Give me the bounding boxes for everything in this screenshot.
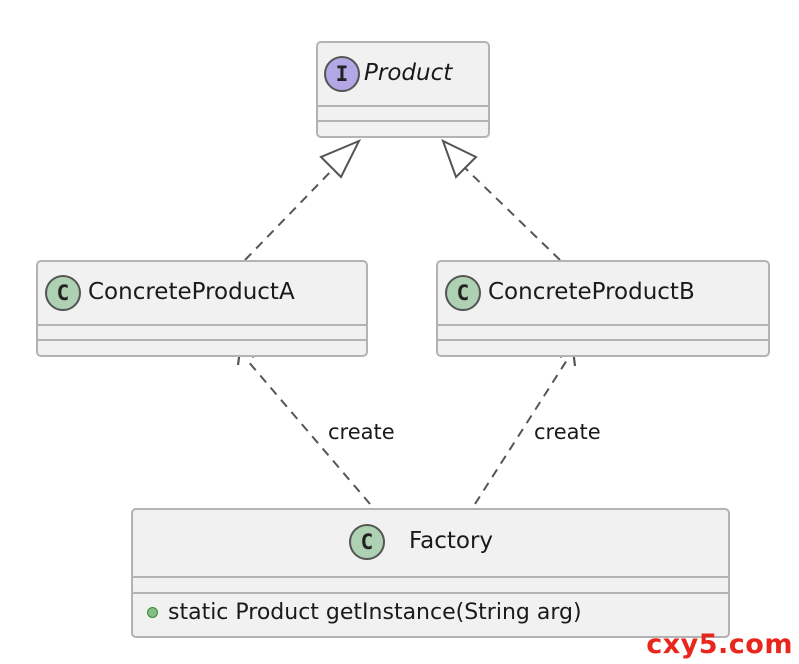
- class-badge-icon: C: [349, 524, 385, 560]
- concrete-product-a-separator-1: [38, 324, 366, 326]
- create-b-line: [474, 359, 568, 505]
- factory-separator-1: [133, 576, 728, 578]
- concrete-product-a-name: ConcreteProductA: [88, 279, 295, 305]
- realization-b-line: [462, 165, 561, 261]
- concrete-product-a-separator-2: [38, 339, 366, 341]
- realization-a-arrowhead: [319, 139, 362, 179]
- create-b-label: create: [534, 420, 601, 444]
- class-badge-icon: C: [445, 275, 481, 311]
- realization-a-line: [244, 165, 337, 261]
- class-badge-icon: C: [45, 275, 81, 311]
- concrete-product-a-class: C ConcreteProductA: [36, 260, 368, 357]
- concrete-product-b-separator-2: [438, 339, 768, 341]
- product-separator-1: [318, 105, 488, 107]
- factory-separator-2: [133, 592, 728, 594]
- concrete-product-b-separator-1: [438, 324, 768, 326]
- factory-name: Factory: [409, 528, 494, 554]
- watermark-text: cxy5.com: [646, 629, 793, 660]
- create-a-label: create: [328, 420, 395, 444]
- realization-b-arrowhead: [441, 139, 478, 179]
- product-name: Product: [364, 60, 453, 86]
- product-separator-2: [318, 120, 488, 122]
- factory-method: static Product getInstance(String arg): [147, 600, 582, 625]
- factory-class: C Factory static Product getInstance(Str…: [131, 508, 730, 638]
- concrete-product-b-class: C ConcreteProductB: [436, 260, 770, 357]
- product-interface: I Product: [316, 41, 490, 138]
- concrete-product-b-name: ConcreteProductB: [488, 279, 695, 305]
- public-visibility-icon: [147, 607, 158, 618]
- factory-method-signature: static Product getInstance(String arg): [168, 600, 582, 625]
- interface-badge-icon: I: [324, 56, 360, 92]
